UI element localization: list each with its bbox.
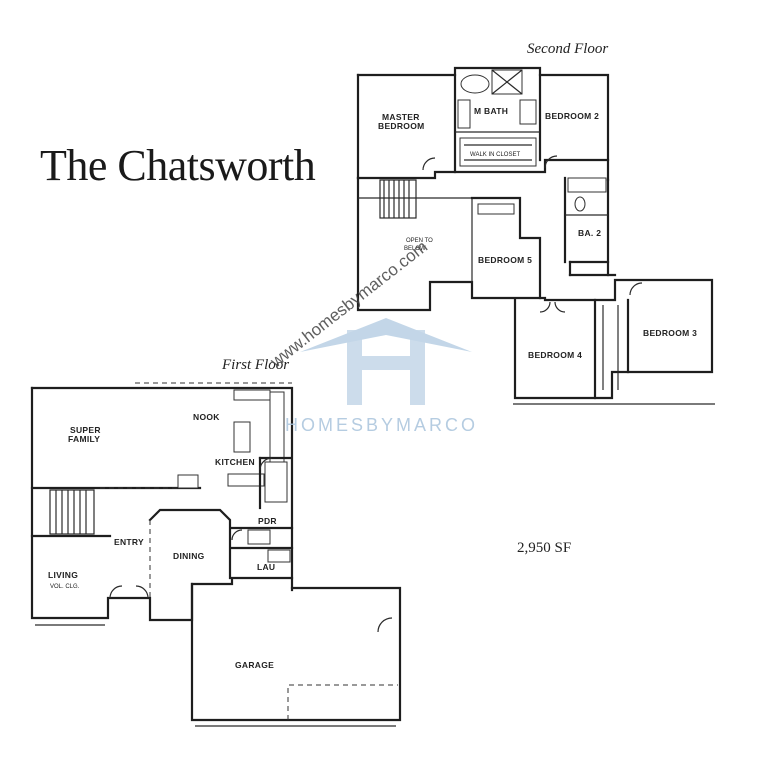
watermark-brand: HOMESBYMARCO [285, 415, 478, 435]
label-nook: NOOK [193, 412, 220, 422]
label-walk-in-closet: WALK IN CLOSET [470, 152, 520, 158]
label-open-to-below-1: OPEN TO [406, 238, 433, 244]
label-master-1: MASTER [382, 112, 420, 122]
plan-title: The Chatsworth [40, 141, 316, 190]
second-floor-plan: Second Floor [356, 41, 715, 405]
label-living: LIVING [48, 570, 78, 580]
first-floor-label: First Floor [221, 357, 289, 373]
first-floor-plan: First Floor [30, 357, 402, 727]
second-floor-label: Second Floor [527, 41, 608, 57]
label-garage: GARAGE [235, 660, 274, 670]
label-pdr: PDR [258, 516, 277, 526]
label-entry: ENTRY [114, 537, 144, 547]
label-super-1: SUPER [70, 425, 101, 435]
label-super-2: FAMILY [68, 434, 100, 444]
homesbymarco-logo-icon [300, 318, 472, 405]
label-lau: LAU [257, 562, 275, 572]
label-master-bath: M BATH [474, 106, 508, 116]
label-master-2: BEDROOM [378, 121, 425, 131]
label-bedroom-3: BEDROOM 3 [643, 328, 697, 338]
label-living-note: VOL. CLG. [50, 584, 80, 590]
label-kitchen: KITCHEN [215, 457, 255, 467]
label-bath-2: BA. 2 [578, 228, 601, 238]
label-bedroom-4: BEDROOM 4 [528, 350, 582, 360]
label-open-to-below-2: BELOW [404, 246, 426, 252]
label-bedroom-5: BEDROOM 5 [478, 255, 532, 265]
label-dining: DINING [173, 551, 205, 561]
square-footage: 2,950 SF [517, 540, 571, 556]
label-bedroom-2: BEDROOM 2 [545, 111, 599, 121]
watermark: HOMESBYMARCO www.homesbymarco.com [266, 237, 478, 435]
